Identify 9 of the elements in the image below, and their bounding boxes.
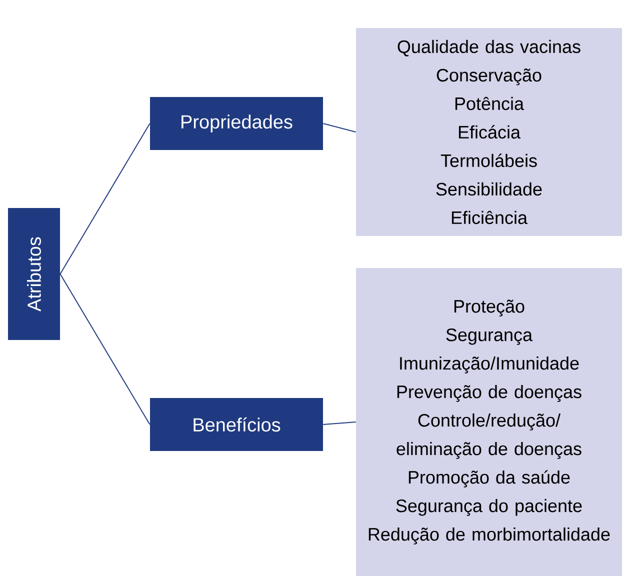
category-box: Atributos	[8, 208, 60, 340]
category-box: Propriedades	[150, 97, 323, 150]
connector-line	[322, 123, 356, 132]
connector-line	[60, 123, 150, 274]
category-box: Benefícios	[150, 398, 323, 451]
connector-line	[322, 422, 356, 425]
item-list-box: Qualidade das vacinas Conservação Potência Eficácia Termolábeis Sensibilidade Eficiência	[356, 28, 622, 236]
item-list-box: Proteção Segurança Imunização/Imunidade Prevenção de doenças Controle/redução/ eliminação de doenças Promoção da saúde Segurança do paciente Redução de morbimortalidade	[356, 268, 622, 576]
connector-line	[60, 274, 150, 425]
